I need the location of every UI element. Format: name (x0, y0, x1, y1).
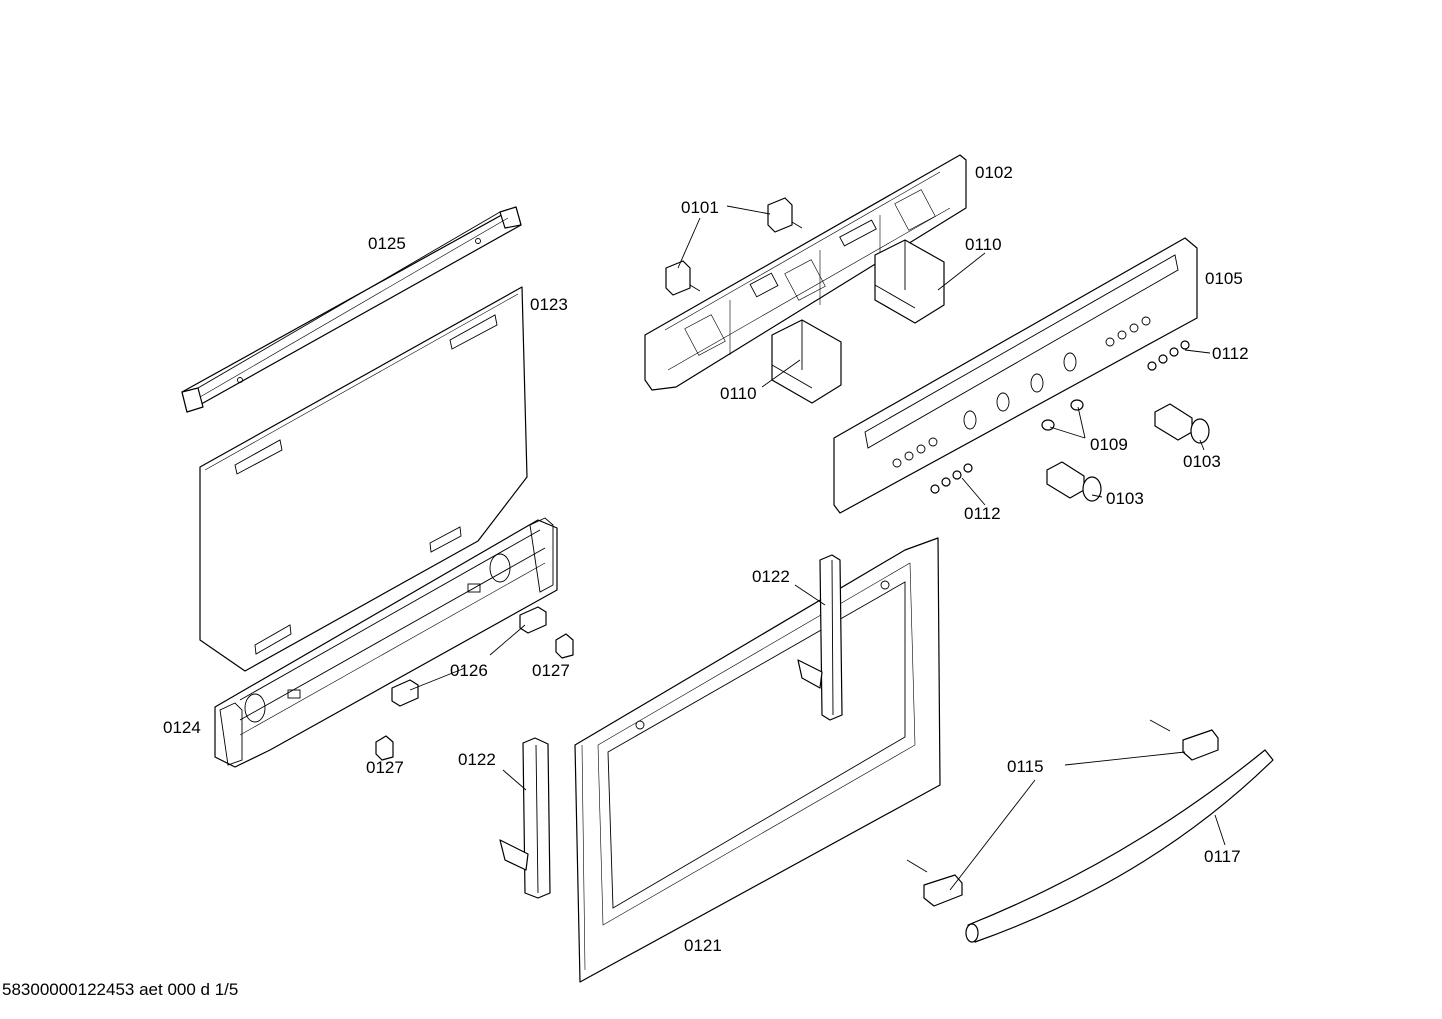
label-0112-lower: 0112 (964, 504, 1001, 523)
part-0117-door-handle (965, 749, 1274, 943)
part-0121-door-frame (574, 537, 941, 983)
label-0110-upper: 0110 (965, 235, 1002, 254)
part-0101-switches (665, 197, 803, 296)
label-0101: 0101 (681, 198, 719, 217)
label-0125: 0125 (368, 234, 406, 253)
label-0126: 0126 (450, 661, 488, 680)
part-0127-clips (375, 633, 574, 761)
label-0103-left: 0103 (1106, 489, 1144, 508)
label-0122-upper: 0122 (752, 567, 790, 586)
part-0125-trim-strip (181, 206, 522, 413)
label-0103-right: 0103 (1183, 452, 1221, 471)
part-0112-buttons (930, 340, 1190, 494)
part-labels: 0101 0102 0110 0110 0105 0112 0109 0103 … (163, 163, 1249, 955)
part-0103-knobs (1046, 403, 1210, 502)
label-0121: 0121 (684, 936, 722, 955)
label-0105: 0105 (1205, 269, 1243, 288)
label-0110-lower: 0110 (720, 384, 757, 403)
document-id-footer: 58300000122453 aet 000 d 1/5 (2, 980, 239, 999)
label-0109: 0109 (1090, 435, 1128, 454)
part-0105-control-panel (833, 237, 1198, 514)
label-0127-right: 0127 (532, 661, 570, 680)
label-0115: 0115 (1007, 757, 1044, 776)
part-0115-end-caps (906, 719, 1219, 907)
label-0127-left: 0127 (366, 758, 404, 777)
leader-lines (409, 205, 1226, 891)
label-0124: 0124 (163, 718, 201, 737)
label-0122-lower: 0122 (458, 750, 496, 769)
part-0122-hinges (499, 554, 843, 899)
part-0109-knob-caps (1041, 399, 1084, 431)
label-0102: 0102 (975, 163, 1013, 182)
label-0123: 0123 (530, 295, 568, 314)
part-0102-control-board (644, 154, 967, 391)
part-0124-lower-frame (214, 517, 558, 768)
part-0123-glass-panel (199, 286, 528, 672)
label-0117: 0117 (1204, 847, 1241, 866)
label-0112-right: 0112 (1212, 344, 1249, 363)
part-0126-clips (391, 606, 547, 707)
